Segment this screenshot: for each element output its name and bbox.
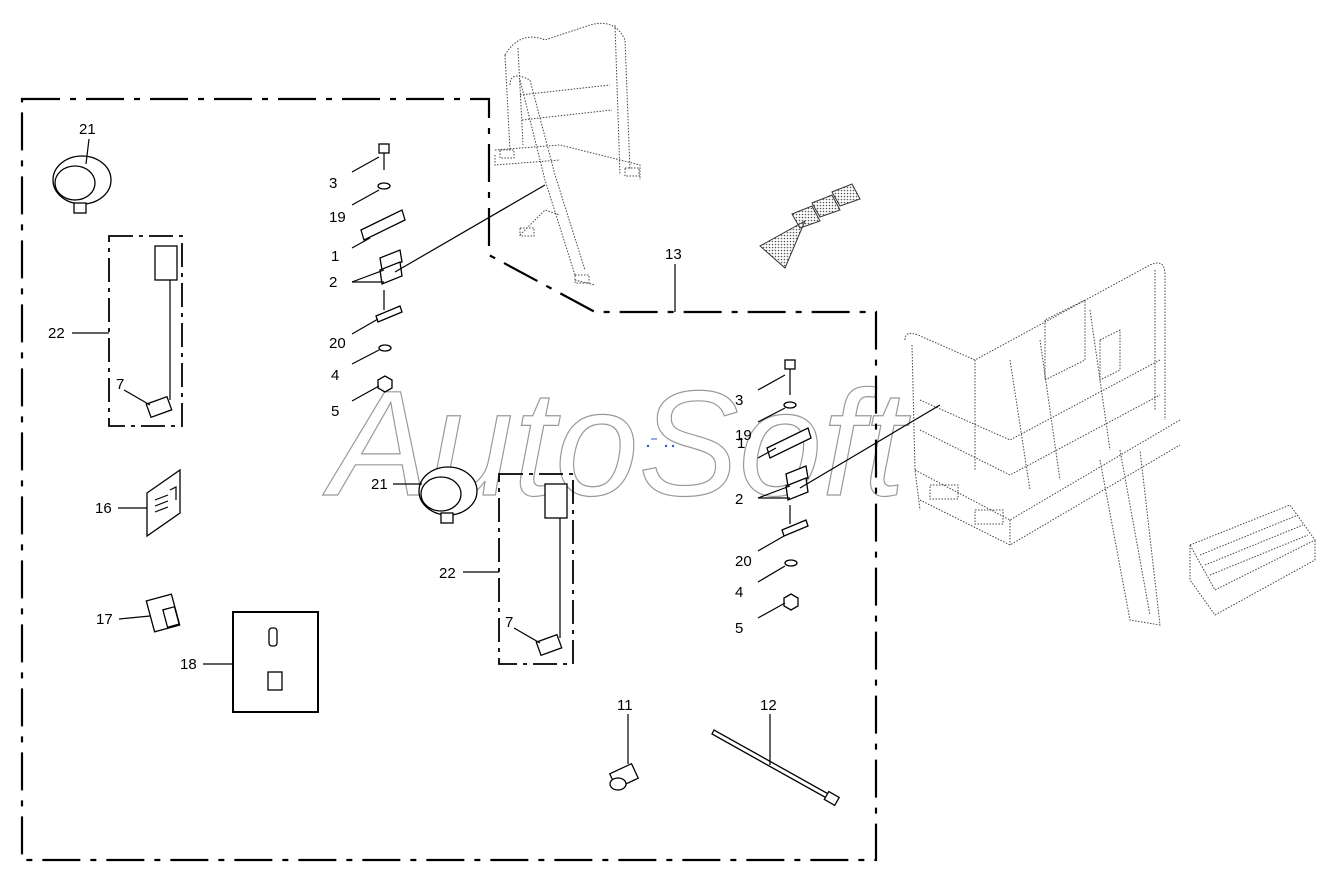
callout-7: 7: [116, 376, 124, 393]
callout-20-right: 20: [735, 553, 752, 570]
harness-connector: [145, 245, 178, 419]
kit-18-frame: [232, 611, 319, 713]
callout-16: 16: [95, 500, 112, 517]
callout-18: 18: [180, 656, 197, 673]
bulb-icon: [268, 627, 278, 647]
callout-4-left: 4: [331, 367, 339, 384]
callout-11: 11: [617, 697, 633, 714]
center-marker: [646, 438, 675, 448]
callout-7-center: 7: [505, 614, 513, 631]
callout-19-right: 19: [735, 427, 752, 444]
callout-22: 22: [48, 325, 65, 342]
callout-5-left: 5: [331, 403, 339, 420]
bracket-stack-right: [766, 359, 812, 611]
callout-4-right: 4: [735, 584, 743, 601]
direction-arrow-icon: [759, 183, 861, 269]
rocker-switch-icon: [145, 593, 181, 633]
cable-clamp-icon: [608, 762, 640, 791]
callout-2-left: 2: [329, 274, 337, 291]
callout-12: 12: [760, 697, 777, 714]
kit-22-frame: [108, 235, 183, 427]
callout-5-right: 5: [735, 620, 743, 637]
bracket-stack-left: [360, 143, 406, 393]
kit-boundary-frame: [20, 97, 878, 862]
work-lamp-icon: [418, 466, 478, 524]
callout-22-center: 22: [439, 565, 456, 582]
callout-20-left: 20: [329, 335, 346, 352]
watermark: AutoSoft: [322, 359, 911, 527]
cable-tie-icon: [711, 729, 841, 807]
callout-21-center: 21: [371, 476, 388, 493]
harness-connector-center: [535, 483, 568, 657]
callout-1-right: 1: [737, 435, 745, 452]
callout-19-left: 19: [329, 209, 346, 226]
headlight-symbol-icon: [146, 468, 181, 538]
callout-2-right: 2: [735, 491, 743, 508]
callout-17: 17: [96, 611, 113, 628]
callout-13: 13: [665, 246, 682, 263]
fuse-icon: [267, 671, 283, 691]
kit-22-frame-center: [498, 473, 574, 665]
right-platform: [904, 262, 1316, 626]
callout-3-left: 3: [329, 175, 337, 192]
work-lamp-icon: [52, 155, 112, 214]
callout-3-right: 3: [735, 392, 743, 409]
callout-1-left: 1: [331, 248, 339, 265]
callout-21: 21: [79, 121, 96, 138]
upper-railing: [494, 22, 641, 286]
